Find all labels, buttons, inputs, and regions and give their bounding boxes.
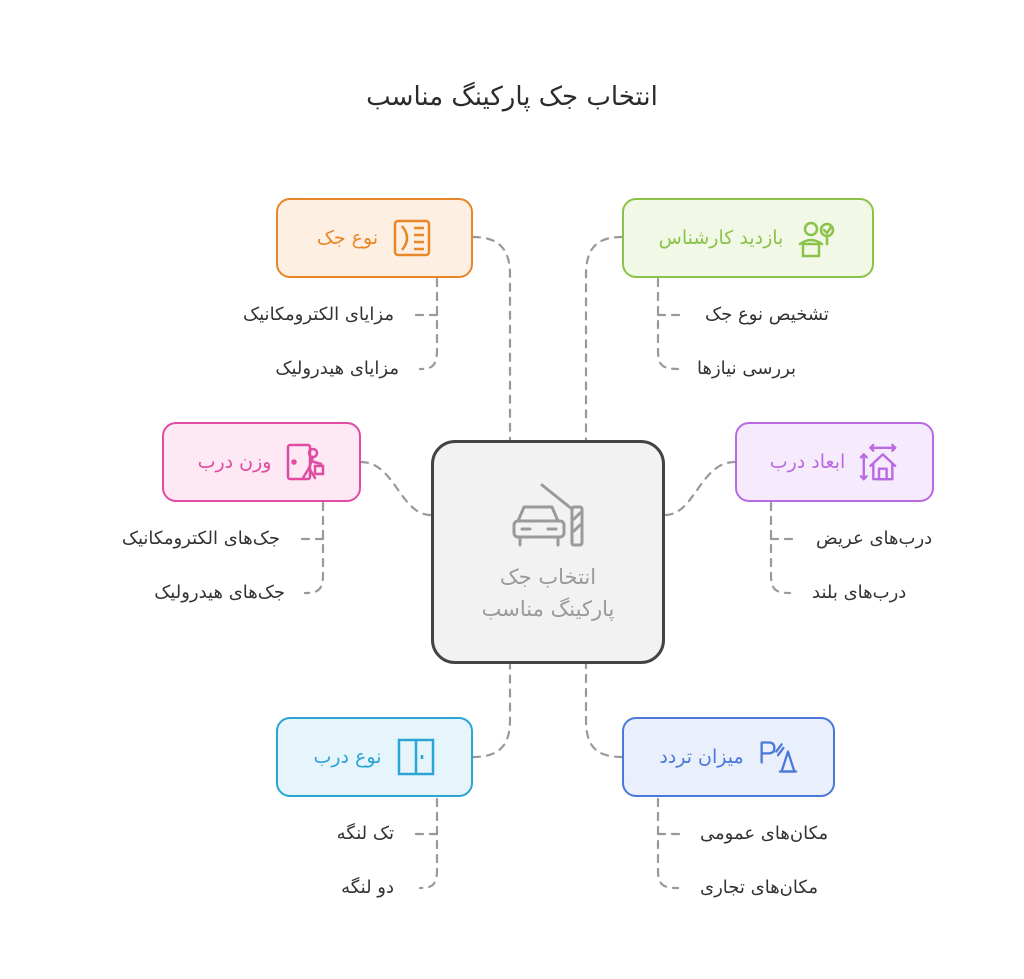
center-label-line2: پارکینگ مناسب	[481, 597, 615, 621]
sub-item: تشخیص نوع جک	[705, 304, 829, 325]
node-label: وزن درب	[197, 451, 272, 473]
sub-item: مکان‌های تجاری	[700, 877, 818, 898]
car-barrier-icon	[512, 483, 584, 547]
node-traffic[interactable]: میزان تردد	[622, 717, 835, 797]
sub-item: بررسی نیازها	[697, 358, 797, 379]
node-label: میزان تردد	[659, 746, 744, 768]
sub-item: جک‌های الکترومکانیک	[121, 528, 280, 549]
node-door-size[interactable]: ابعاد درب	[735, 422, 934, 502]
center-label-line1: انتخاب جک	[499, 565, 597, 589]
node-label: نوع درب	[313, 746, 382, 768]
sub-item: مزایای هیدرولیک	[275, 358, 399, 379]
center-node: انتخاب جک پارکینگ مناسب	[431, 440, 665, 664]
door-weight-icon	[285, 442, 325, 482]
sub-item: جک‌های هیدرولیک	[154, 582, 285, 603]
sub-item: تک لنگه	[336, 823, 394, 844]
node-label: نوع جک	[316, 227, 379, 249]
node-label: بازدید کارشناس	[658, 227, 784, 249]
double-door-icon	[396, 737, 436, 777]
node-expert-visit[interactable]: بازدید کارشناس	[622, 198, 874, 278]
sub-item: مزایای الکترومکانیک	[243, 304, 394, 325]
house-dimension-icon	[859, 442, 899, 482]
node-label: ابعاد درب	[769, 451, 846, 473]
sub-item: درب‌های عریض	[816, 528, 933, 549]
node-door-weight[interactable]: وزن درب	[162, 422, 361, 502]
diagram-title: انتخاب جک پارکینگ مناسب	[366, 82, 658, 112]
sub-item: دو لنگه	[341, 877, 394, 898]
sub-item: مکان‌های عمومی	[700, 823, 829, 844]
node-door-type[interactable]: نوع درب	[276, 717, 473, 797]
sub-item: درب‌های بلند	[812, 582, 907, 603]
jack-panel-icon	[392, 218, 432, 258]
node-jack-type[interactable]: نوع جک	[276, 198, 473, 278]
expert-icon	[797, 218, 837, 258]
parking-cone-icon	[758, 737, 798, 777]
